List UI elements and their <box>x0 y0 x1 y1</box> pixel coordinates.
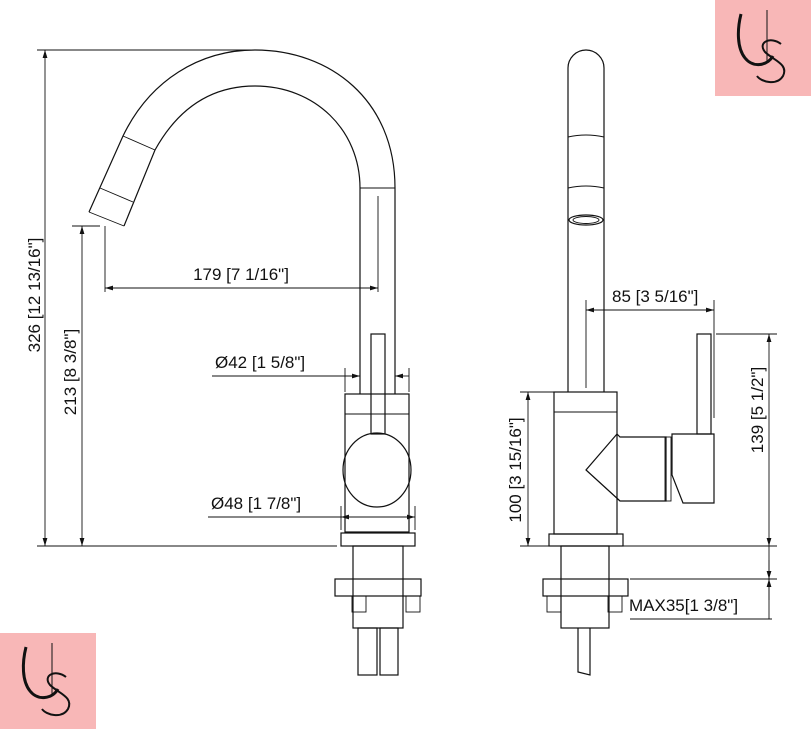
shank <box>352 545 404 629</box>
side-view: 85 [3 5/16"] 139 [5 1/2"] 100 [3 15/16"]… <box>506 49 777 676</box>
front-view: 326 [12 13/16"] 213 [8 3/8"] 179 [7 1/16… <box>25 49 422 676</box>
dim-total-height: 326 [12 13/16"] <box>25 238 44 353</box>
aerator <box>568 214 604 226</box>
brand-logo-bottom-left <box>0 633 96 729</box>
dim-handle-height: 139 [5 1/2"] <box>748 367 767 453</box>
dim-spout-diameter: Ø42 [1 5/8"] <box>215 353 305 372</box>
dim-spout-reach: 179 [7 1/16"] <box>193 265 289 284</box>
logo-monogram-icon <box>21 643 71 716</box>
side-body <box>553 391 618 535</box>
logo-monogram-icon <box>736 10 786 83</box>
dim-handle-offset: 85 [3 5/16"] <box>612 287 698 306</box>
handle-knob <box>342 432 412 508</box>
body <box>344 393 410 533</box>
mount-plate <box>334 578 422 597</box>
spout-outer <box>88 49 396 394</box>
dim-body-diameter: Ø48 [1 7/8"] <box>211 494 301 513</box>
cartridge <box>585 433 667 502</box>
dim-spout-height: 213 [8 3/8"] <box>61 329 80 415</box>
side-handle-block <box>671 433 715 504</box>
spout-inner <box>123 85 361 394</box>
side-spout <box>567 49 605 392</box>
dim-body-height: 100 [3 15/16"] <box>506 417 525 522</box>
base-plate <box>340 532 416 547</box>
dim-max-deck-thickness: MAX35[1 3/8"] <box>629 596 738 615</box>
handle <box>370 333 386 435</box>
side-handle <box>696 333 712 435</box>
brand-logo-top-right <box>715 0 811 96</box>
